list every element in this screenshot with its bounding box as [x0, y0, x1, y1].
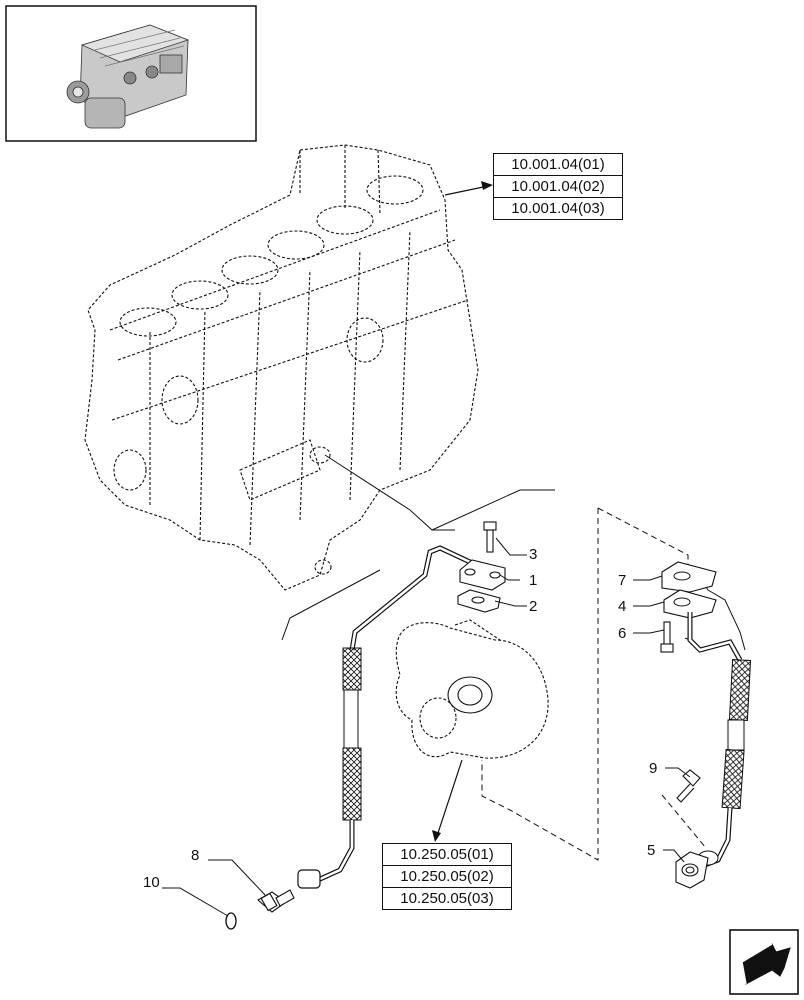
callout-6: 6: [618, 625, 627, 642]
fitting-part-8: [257, 889, 295, 913]
callout-2: 2: [529, 598, 538, 615]
oil-feed-pipe: [297, 545, 472, 889]
turbo-leader: [432, 759, 463, 842]
o-ring-part-10: [225, 912, 237, 930]
bolt-part-9: [676, 769, 701, 803]
flange-part-1: [459, 559, 506, 591]
reference-link[interactable]: 10.001.04(02): [494, 176, 622, 198]
callout-1: 1: [529, 572, 538, 589]
engine-thumbnail-icon[interactable]: [5, 5, 257, 142]
reference-link[interactable]: 10.250.05(03): [400, 890, 494, 907]
callout-4: 4: [618, 598, 627, 615]
assembly-dash-lines: [481, 507, 707, 861]
guide-lines: [281, 454, 555, 641]
reference-link[interactable]: 10.250.05(01): [383, 844, 511, 866]
callout-10: 10: [143, 874, 160, 891]
callout-leaders: [162, 537, 691, 917]
callout-9: 9: [649, 760, 658, 777]
gasket-part-2: [457, 589, 501, 613]
bolt-part-6: [660, 621, 674, 653]
flange-part-5: [675, 851, 709, 889]
callout-7: 7: [618, 572, 627, 589]
callout-3: 3: [529, 546, 538, 563]
reference-link[interactable]: 10.001.04(03): [511, 200, 605, 217]
reference-link[interactable]: 10.001.04(01): [494, 154, 622, 176]
oil-return-pipe: [661, 561, 752, 869]
bolt-part-3: [483, 521, 497, 553]
callout-8: 8: [191, 847, 200, 864]
engine-block-outline: [84, 144, 479, 591]
callout-5: 5: [647, 842, 656, 859]
turbocharger: [395, 619, 549, 759]
next-page-arrow-icon[interactable]: [729, 929, 799, 995]
reference-box-turbocharger: 10.250.05(01) 10.250.05(02) 10.250.05(03…: [382, 843, 512, 910]
block-leader: [444, 181, 493, 196]
reference-link[interactable]: 10.250.05(02): [383, 866, 511, 888]
reference-box-engine-block: 10.001.04(01) 10.001.04(02) 10.001.04(03…: [493, 153, 623, 220]
